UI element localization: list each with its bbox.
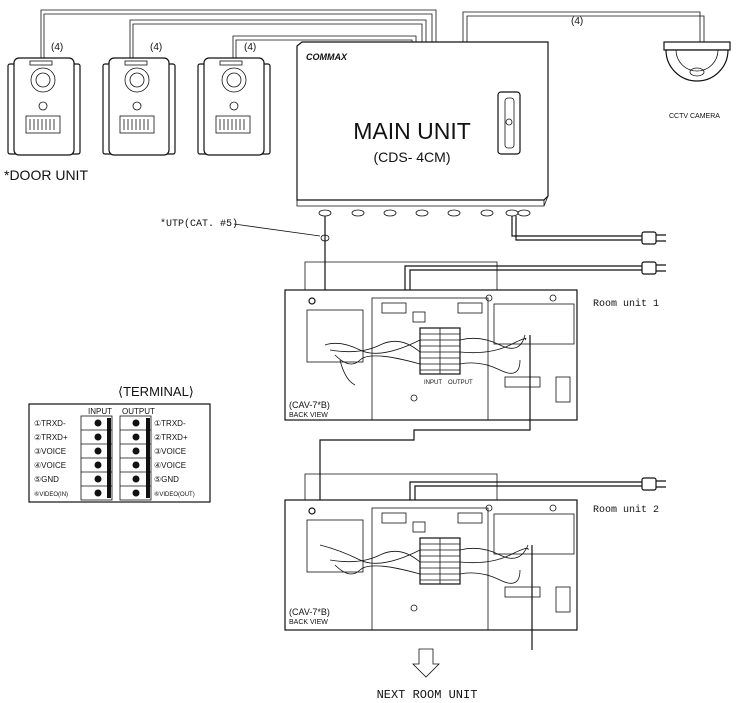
room-unit-2-view: BACK VIEW bbox=[289, 619, 328, 626]
terminal-output-header: OUTPUT bbox=[122, 407, 155, 416]
main-unit-box bbox=[296, 41, 549, 217]
room-unit-2-label: Room unit 2 bbox=[593, 504, 659, 516]
down-arrow-icon bbox=[412, 648, 440, 678]
room-unit-1-back bbox=[284, 261, 578, 545]
utp-leader-line bbox=[233, 223, 321, 237]
terminal-output-pin-2: ②TRXD+ bbox=[154, 433, 188, 442]
terminal-output-pin-3: ③VOICE bbox=[154, 447, 186, 456]
door-unit-2-cable-count: (4) bbox=[150, 42, 162, 53]
terminal-input-pin-3: ③VOICE bbox=[34, 447, 66, 456]
room-unit-1-output-label: OUTPUT bbox=[448, 380, 473, 386]
terminal-input-pin-4: ④VOICE bbox=[34, 461, 66, 470]
terminal-output-pin-1: ①TRXD- bbox=[154, 419, 186, 428]
door-unit-1 bbox=[7, 57, 81, 156]
terminal-input-pin-1: ①TRXD- bbox=[34, 419, 66, 428]
room-unit-2-model: (CAV-7*B) bbox=[289, 607, 330, 617]
main-unit-model: (CDS- 4CM) bbox=[374, 149, 451, 165]
door-unit-3 bbox=[197, 57, 271, 156]
camera-label: CCTV CAMERA bbox=[669, 113, 720, 120]
cctv-camera-icon bbox=[663, 41, 731, 82]
power-plug-1-icon bbox=[511, 216, 666, 245]
terminal-input-header: INPUT bbox=[88, 407, 112, 416]
terminal-block bbox=[28, 403, 211, 503]
room-unit-1-input-label: INPUT bbox=[424, 380, 442, 386]
main-unit-brand-logo: COMMAX bbox=[306, 52, 348, 62]
utp-label: *UTP(CAT. #5) bbox=[160, 218, 238, 230]
terminal-output-pin-5: ⑤GND bbox=[154, 475, 179, 484]
terminal-title: ⟨TERMINAL⟩ bbox=[118, 384, 194, 399]
room-unit-1-model: (CAV-7*B) bbox=[289, 400, 330, 410]
terminal-output-pin-6: ⑥VIDEO(OUT) bbox=[154, 491, 195, 498]
door-unit-3-cable-count: (4) bbox=[244, 42, 256, 53]
terminal-output-pin-4: ④VOICE bbox=[154, 461, 186, 470]
room-unit-2-back bbox=[284, 473, 578, 650]
room-unit-1-label: Room unit 1 bbox=[593, 298, 659, 310]
door-unit-label: *DOOR UNIT bbox=[4, 167, 88, 183]
main-unit-title: MAIN UNIT bbox=[353, 118, 471, 144]
room-unit-1-view: BACK VIEW bbox=[289, 412, 328, 419]
terminal-input-pin-6: ⑥VIDEO(IN) bbox=[34, 491, 68, 498]
top-cable-bundle bbox=[40, 9, 705, 62]
door-unit-2 bbox=[102, 57, 176, 156]
door-unit-1-cable-count: (4) bbox=[51, 42, 63, 53]
next-room-unit-label: NEXT ROOM UNIT bbox=[377, 688, 478, 702]
terminal-input-pin-5: ⑤GND bbox=[34, 475, 59, 484]
terminal-input-pin-2: ②TRXD+ bbox=[34, 433, 68, 442]
camera-cable-count: (4) bbox=[571, 16, 583, 27]
